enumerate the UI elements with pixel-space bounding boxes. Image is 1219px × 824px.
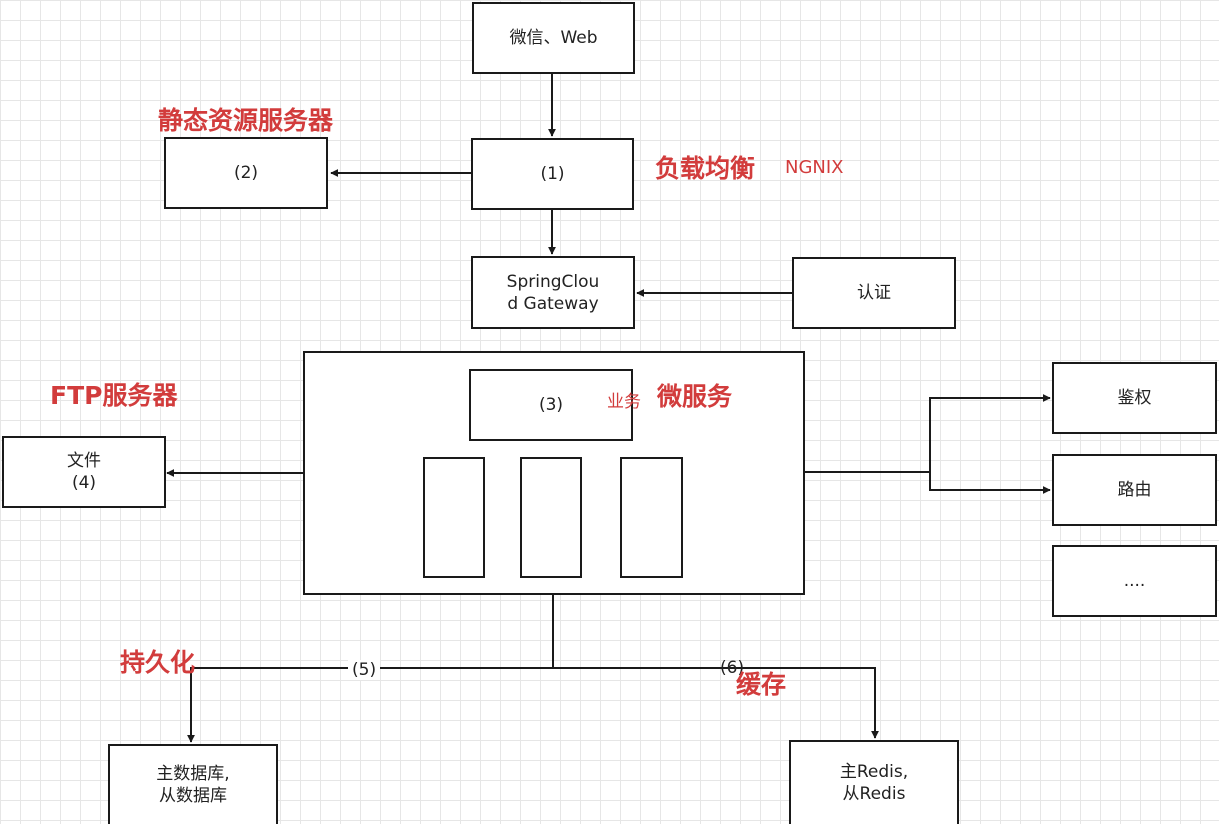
edge-service-to-redis bbox=[553, 667, 879, 739]
microservice-inner-box: (3) bbox=[469, 369, 633, 441]
load-balancer-box: (1) bbox=[471, 138, 634, 210]
service-instance-2 bbox=[520, 457, 582, 578]
permission-box: 鉴权 bbox=[1052, 362, 1217, 434]
persist-edge-label: (5) bbox=[348, 660, 381, 680]
edge-service-to-route bbox=[929, 472, 1051, 494]
more-box: .... bbox=[1052, 545, 1217, 617]
database-box: 主数据库, 从数据库 bbox=[108, 744, 278, 824]
edge-service-to-perm bbox=[805, 394, 1051, 473]
gateway-box: SpringClou d Gateway bbox=[471, 256, 635, 329]
static-server-note: 静态资源服务器 bbox=[158, 106, 334, 135]
route-box: 路由 bbox=[1052, 454, 1217, 526]
redis-box: 主Redis, 从Redis bbox=[789, 740, 959, 824]
microservice-note: 微服务 bbox=[657, 382, 733, 411]
business-prefix-note: 业务 bbox=[607, 392, 641, 412]
client-box: 微信、Web bbox=[472, 2, 635, 74]
cache-note: 缓存 bbox=[736, 670, 787, 699]
ftp-file-box: 文件 (4) bbox=[2, 436, 166, 508]
auth-box: 认证 bbox=[792, 257, 956, 329]
load-balance-note: 负载均衡 bbox=[655, 154, 756, 183]
persistence-note: 持久化 bbox=[120, 648, 196, 677]
service-instance-3 bbox=[620, 457, 683, 578]
ftp-server-note: FTP服务器 bbox=[50, 381, 178, 410]
static-server-box: (2) bbox=[164, 137, 328, 209]
cache-edge-label: (6) bbox=[720, 658, 745, 678]
service-instance-1 bbox=[423, 457, 485, 578]
nginx-note: NGNIX bbox=[785, 157, 844, 178]
